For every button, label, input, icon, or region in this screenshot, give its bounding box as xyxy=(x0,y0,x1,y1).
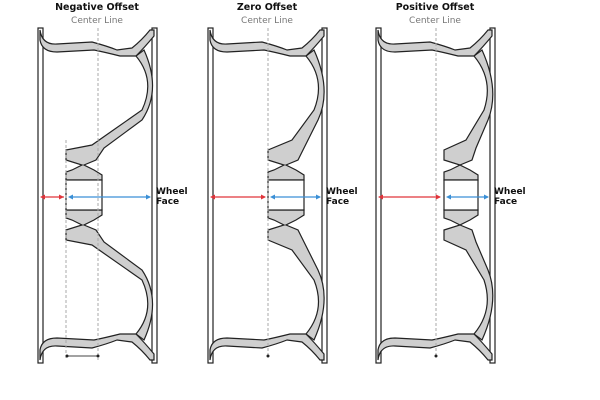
inner-rim-wall xyxy=(37,27,44,364)
wheel-cross-section xyxy=(37,27,158,364)
center-line-label: Center Line xyxy=(71,16,123,26)
panel-title: Positive Offset xyxy=(395,2,475,13)
wheel-face-label: Wheel Face xyxy=(156,187,188,207)
panel-zero-offset: Zero Offset Center Line Wheel Face xyxy=(202,0,372,400)
panel-title: Negative Offset xyxy=(55,2,139,13)
panel-negative-offset: Negative Offset Center Line xyxy=(32,0,202,400)
center-line-label: Center Line xyxy=(241,16,293,26)
wheel-cross-section xyxy=(375,27,496,364)
center-line-label: Center Line xyxy=(409,16,461,26)
panel-positive-offset: Positive Offset Center Line Wheel Face xyxy=(370,0,540,400)
wheel-cross-section xyxy=(207,27,328,364)
panel-title: Zero Offset xyxy=(236,2,298,13)
wheel-face-label: Wheel Face xyxy=(326,187,358,207)
wheel-face-label: Wheel Face xyxy=(494,187,526,207)
outer-rim-wall xyxy=(151,27,158,364)
